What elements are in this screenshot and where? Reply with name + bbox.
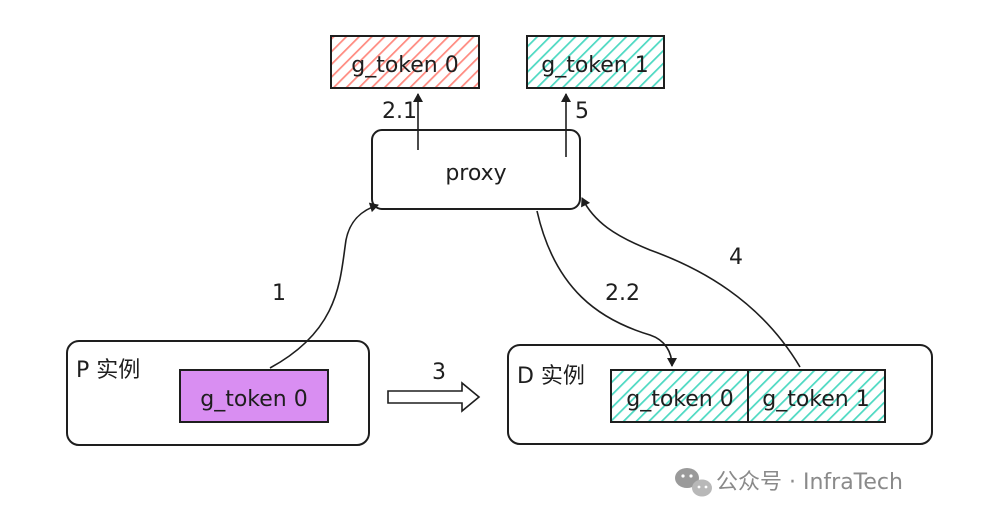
d-token-1-label: g_token 1 <box>762 387 869 412</box>
watermark: 公众号 · InfraTech <box>675 468 903 497</box>
arrow-3 <box>387 381 481 413</box>
top-token-1-label: g_token 1 <box>541 53 648 78</box>
step-1-label: 1 <box>272 281 286 306</box>
d-token-0-label: g_token 0 <box>626 387 733 412</box>
top-token-0-label: g_token 0 <box>351 53 458 78</box>
p-instance-box: P 实例 <box>66 340 370 446</box>
arrow-4 <box>581 197 801 368</box>
proxy-label: proxy <box>445 161 506 186</box>
watermark-text: 公众号 · InfraTech <box>716 470 903 495</box>
p-token-0-box: g_token 0 <box>179 369 329 423</box>
p-instance-label: P 实例 <box>76 358 140 383</box>
top-token-1-box: g_token 1 <box>526 35 665 89</box>
step-5-label: 5 <box>575 99 589 124</box>
d-token-1-box: g_token 1 <box>747 369 886 423</box>
arrow-2-2 <box>536 210 677 367</box>
d-token-0-box: g_token 0 <box>610 369 749 423</box>
step-2-2-label: 2.2 <box>605 281 640 306</box>
step-3-label: 3 <box>432 360 446 385</box>
top-token-0-box: g_token 0 <box>330 35 480 89</box>
d-instance-label: D 实例 <box>517 364 585 389</box>
d-instance-box: D 实例 <box>507 344 933 445</box>
arrow-1 <box>269 202 379 369</box>
p-token-0-label: g_token 0 <box>200 387 307 412</box>
step-4-label: 4 <box>729 245 743 270</box>
wechat-icon <box>675 468 712 497</box>
proxy-box: proxy <box>371 129 581 210</box>
step-2-1-label: 2.1 <box>382 99 417 124</box>
